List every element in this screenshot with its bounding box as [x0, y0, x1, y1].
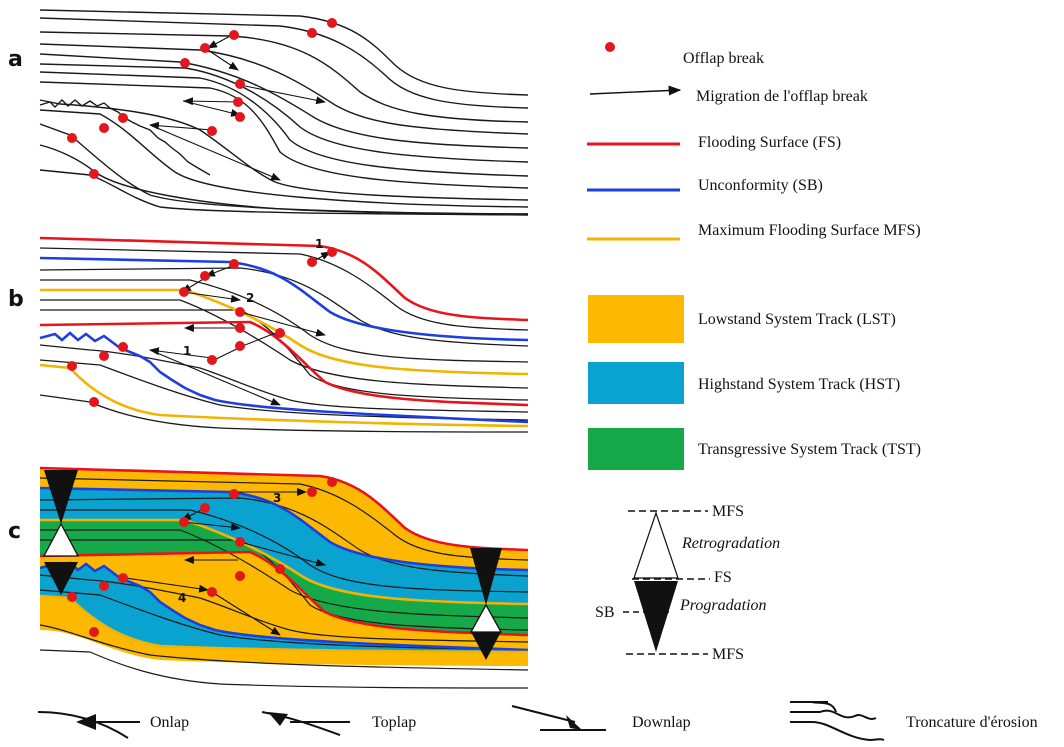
cycle-progradation: Progradation: [679, 597, 767, 614]
panel-b-strata: [39, 247, 529, 433]
panel-c-hst-lower: [40, 563, 528, 652]
legend-flooding-surface: Flooding Surface (FS): [698, 134, 841, 151]
panel-c-lst-middle: [40, 552, 528, 650]
hst-legend-swatch: [588, 362, 684, 404]
legend-tst: Transgressive System Track (TST): [698, 441, 921, 458]
panel-c: c: [8, 466, 529, 689]
legend-hst: Highstand System Track (HST): [698, 376, 900, 393]
truncation-icon: [790, 701, 885, 742]
panel-a-migration-arrows: [149, 34, 326, 181]
panel-c-marker-3: 3: [273, 491, 281, 505]
panel-a-strata: [39, 9, 529, 216]
legend: Offlap break Migration de l'offlap break…: [587, 42, 921, 470]
panel-b-marker-1a: 1: [315, 237, 323, 251]
panel-b-surfaces: [39, 236, 529, 428]
legend-offlap-break: Offlap break: [683, 50, 764, 67]
legend-migration: Migration de l'offlap break: [696, 88, 868, 105]
legend-lst: Lowstand System Track (LST): [698, 311, 896, 328]
offlap-break-legend-icon: [605, 42, 615, 52]
panel-c-surfaces: [39, 466, 529, 654]
panel-c-tst: [40, 520, 528, 635]
legend-unconformity: Unconformity (SB): [698, 177, 823, 194]
panel-c-right-cycle-triangles: [469, 548, 503, 660]
cycle-retrogradation: Retrogradation: [681, 535, 780, 552]
onlap-icon: [37, 711, 140, 739]
lst-legend-swatch: [588, 295, 684, 343]
panel-c-lst-lower: [40, 596, 528, 666]
panel-b-offlap-breaks: [67, 247, 337, 407]
cycle-mfs-bottom: MFS: [712, 646, 744, 663]
panel-b-letter: b: [8, 287, 24, 312]
panel-a: a: [8, 9, 529, 216]
panel-c-lst-upper: [40, 468, 528, 570]
retrogradation-triangle: [633, 511, 679, 579]
progradation-triangle: [634, 581, 678, 652]
panel-b: b 1: [8, 236, 529, 433]
panel-b-migration-arrows: [149, 251, 331, 406]
panel-c-hst-upper: [40, 488, 528, 604]
panel-c-left-cycle-triangles: [42, 470, 80, 595]
panel-c-marker-4: 4: [178, 591, 186, 605]
cycle-fs: FS: [714, 569, 732, 586]
onlap-label: Onlap: [150, 714, 189, 731]
panel-a-offlap-breaks: [67, 18, 337, 179]
panel-a-letter: a: [8, 47, 23, 72]
toplap-icon: [261, 711, 350, 736]
cycle-sb: SB: [595, 604, 615, 621]
panel-c-letter: c: [8, 519, 21, 544]
termination-legend: Onlap Toplap Downlap Troncature d'érosio…: [37, 701, 1038, 742]
downlap-icon: [511, 705, 606, 731]
cycle-mfs-top: MFS: [712, 503, 744, 520]
toplap-label: Toplap: [372, 714, 416, 731]
panel-b-marker-2: 2: [246, 291, 254, 305]
panel-b-marker-1b: 1: [183, 344, 191, 358]
tst-legend-swatch: [588, 428, 684, 470]
migration-arrow-legend-icon: [589, 85, 682, 96]
panel-c-offlap-breaks: [67, 477, 337, 637]
truncation-label: Troncature d'érosion: [906, 714, 1038, 731]
legend-mfs: Maximum Flooding Surface MFS): [698, 222, 921, 239]
cycle-diagram: MFS Retrogradation FS Progradation SB MF…: [595, 503, 780, 663]
downlap-label: Downlap: [632, 714, 691, 731]
